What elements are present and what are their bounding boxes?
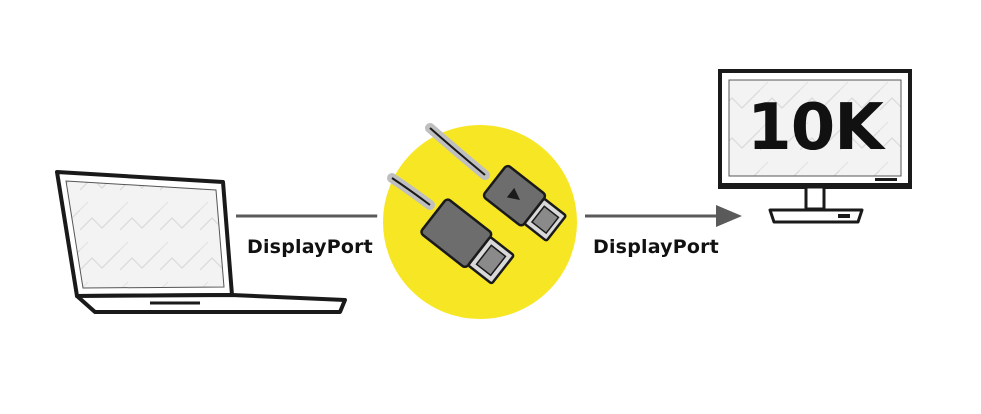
laptop-icon bbox=[55, 170, 347, 314]
monitor-icon bbox=[718, 69, 912, 224]
left-connection-label: DisplayPort bbox=[247, 236, 373, 258]
right-connection-label: DisplayPort bbox=[593, 236, 719, 258]
displayport-cable-icon bbox=[377, 119, 583, 325]
arrow-right-icon bbox=[716, 205, 742, 227]
monitor-resolution-text: 10K bbox=[747, 91, 884, 165]
